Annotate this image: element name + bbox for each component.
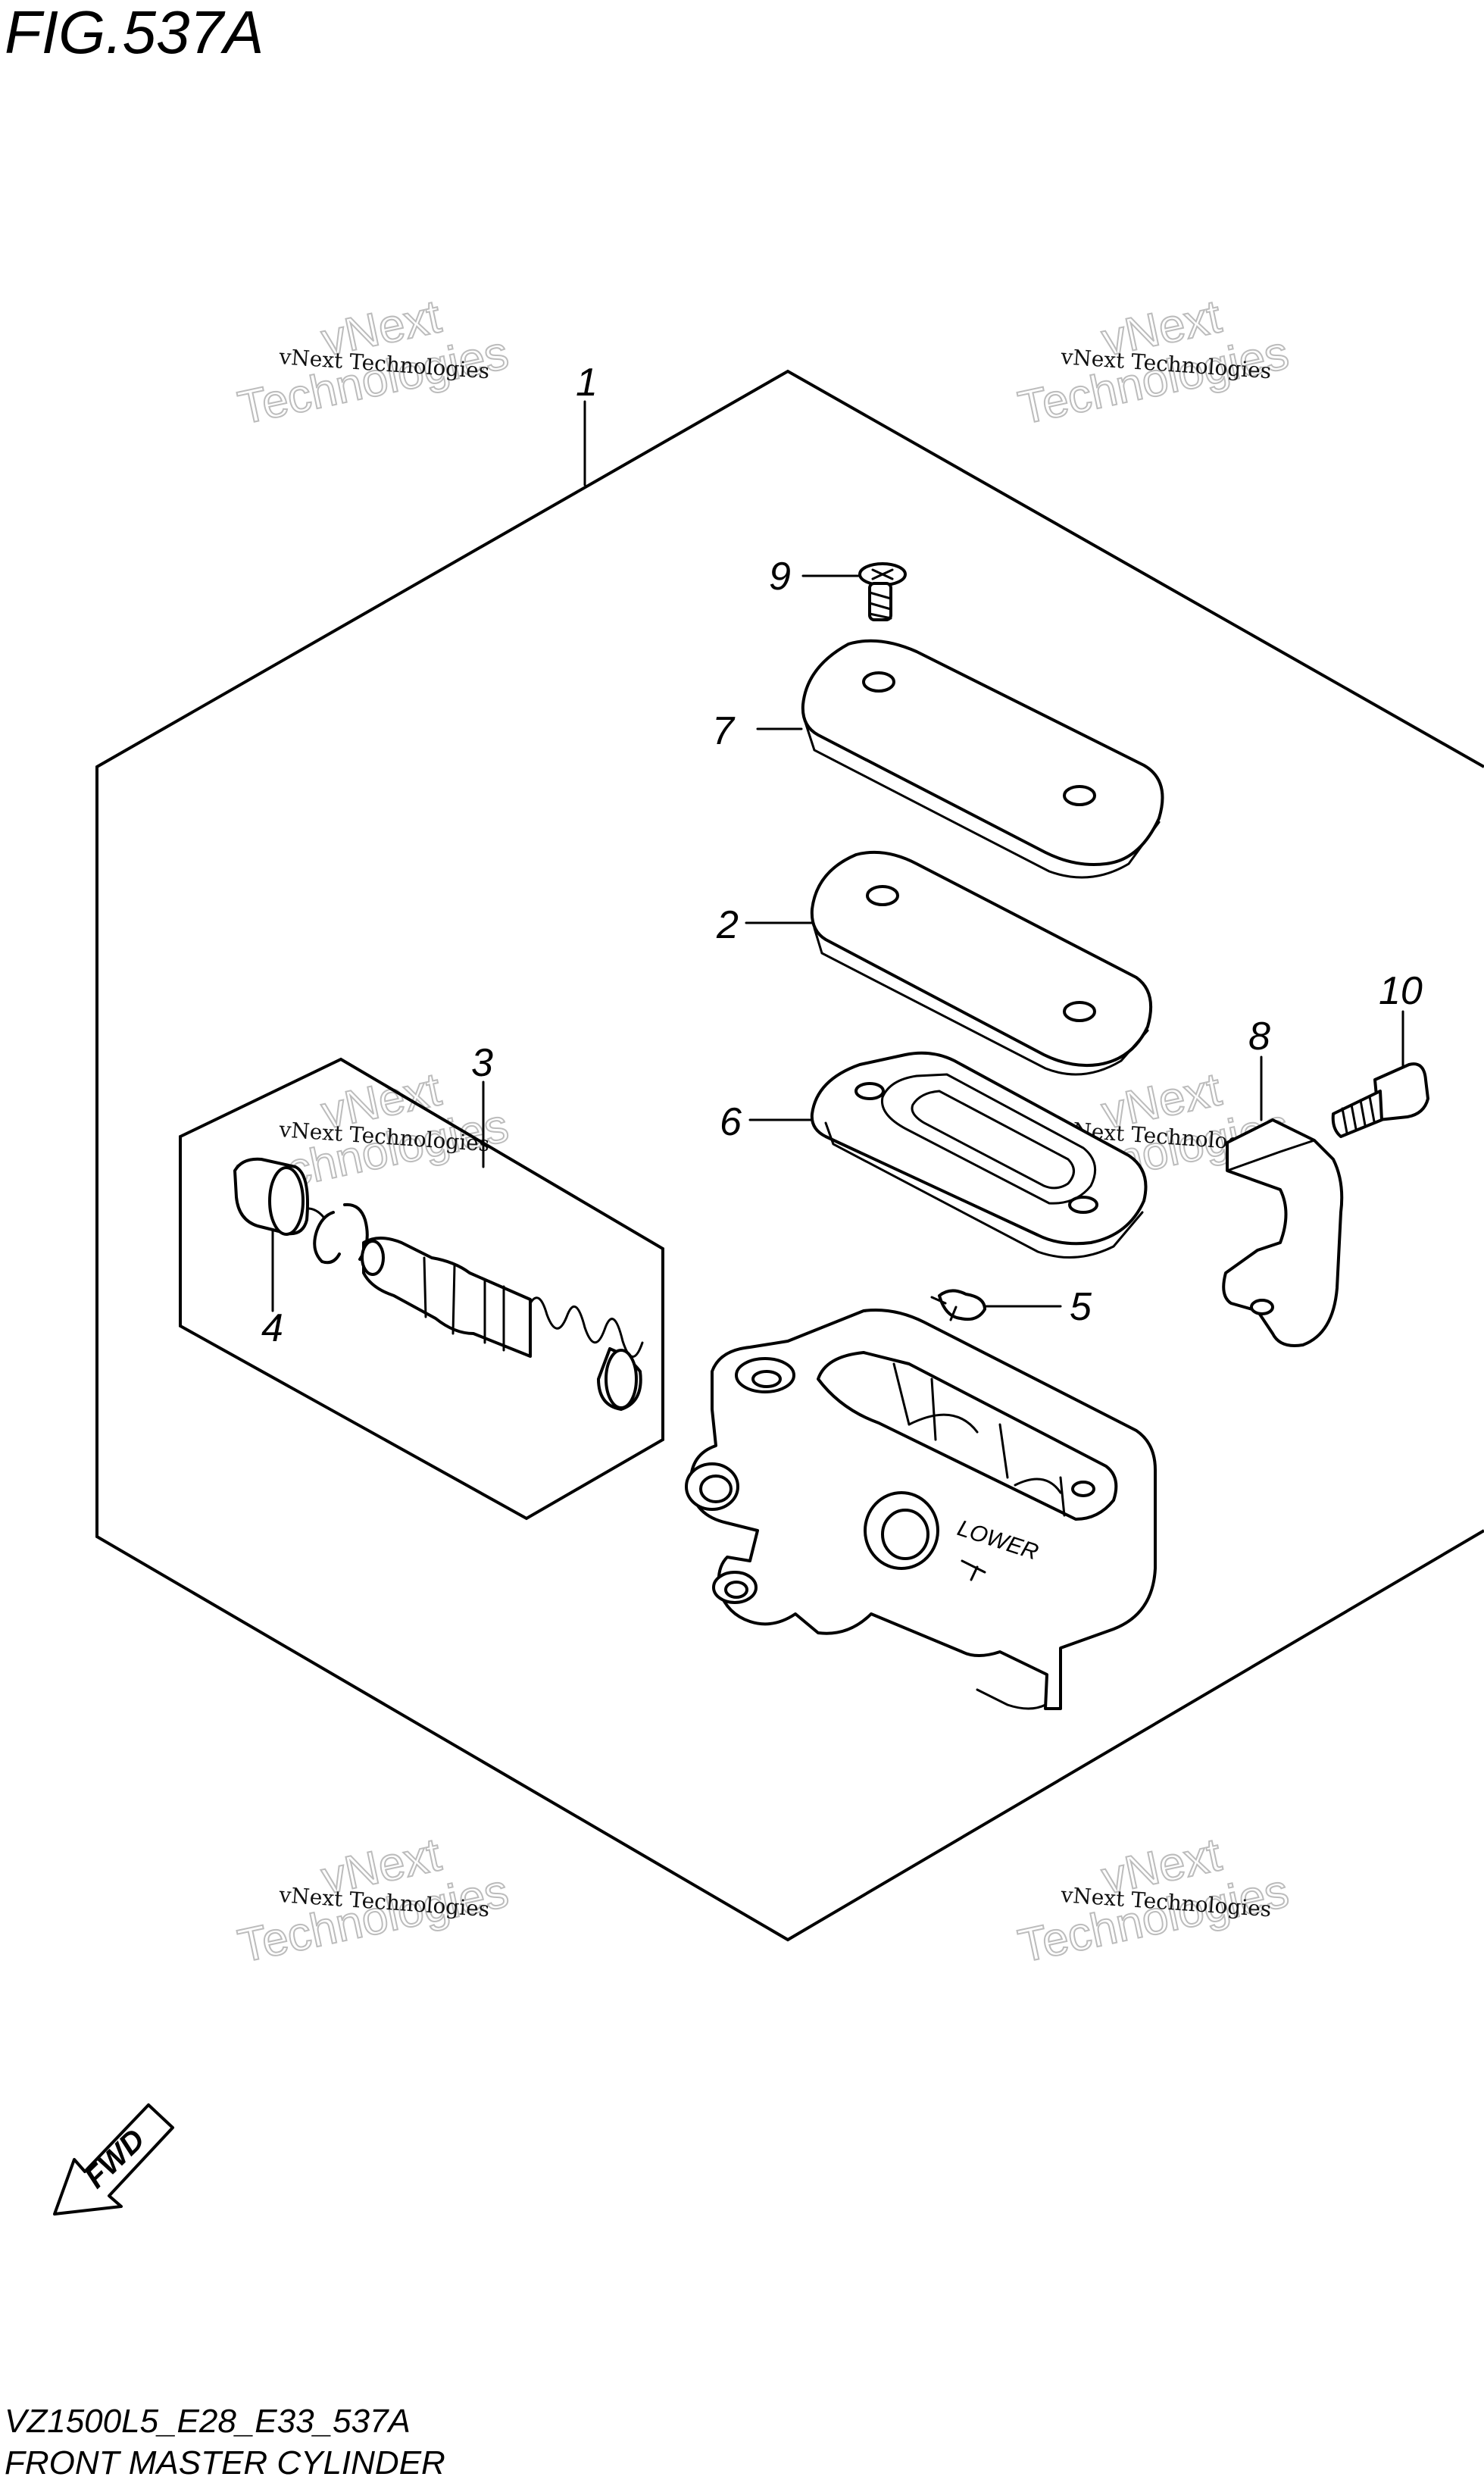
boot-4: [233, 1157, 327, 1236]
assembly-boundary: [95, 369, 1484, 1942]
bolt-10: [1331, 1062, 1429, 1138]
watermark-bottom-left: vNext Technologies vNext Technologies: [233, 1828, 514, 1973]
snap-ring: [313, 1202, 369, 1265]
callout-3: 3: [471, 1041, 493, 1085]
figure-code: VZ1500L5_E28_E33_537A: [5, 2403, 411, 2440]
callout-5: 5: [1070, 1285, 1092, 1329]
leader-lines: [271, 400, 1404, 1312]
watermark-top-left: vNext Technologies vNext Technologies: [233, 289, 514, 435]
watermark-bottom-right: vNext Technologies vNext Technologies: [1014, 1828, 1294, 1973]
piston-kit-box: [179, 1057, 664, 1521]
callout-8: 8: [1248, 1015, 1270, 1059]
callout-labels: 1 2 3 4 5 6 7 8 9 10: [261, 361, 1423, 1350]
reservoir-cap-7: [801, 639, 1164, 879]
plate-2: [810, 850, 1153, 1076]
figure-name: FRONT MASTER CYLINDER: [5, 2444, 445, 2481]
master-cylinder-body: LOWER: [685, 1309, 1157, 1710]
diaphragm-6: [810, 1051, 1148, 1259]
callout-9: 9: [769, 555, 791, 599]
piston-spring: [361, 1237, 644, 1411]
callout-7: 7: [712, 709, 736, 753]
callout-4: 4: [261, 1306, 283, 1350]
callout-1: 1: [576, 361, 598, 405]
screw-9: [858, 562, 907, 621]
forward-arrow: FWD: [53, 2103, 174, 2216]
callout-10: 10: [1379, 969, 1423, 1013]
callout-2: 2: [716, 903, 739, 947]
figure-title: FIG.537A: [5, 0, 264, 66]
callout-6: 6: [720, 1100, 742, 1144]
boot-5: [930, 1289, 986, 1321]
holder-8: [1222, 1118, 1344, 1347]
watermark-top-right: vNext Technologies vNext Technologies: [1014, 289, 1294, 435]
